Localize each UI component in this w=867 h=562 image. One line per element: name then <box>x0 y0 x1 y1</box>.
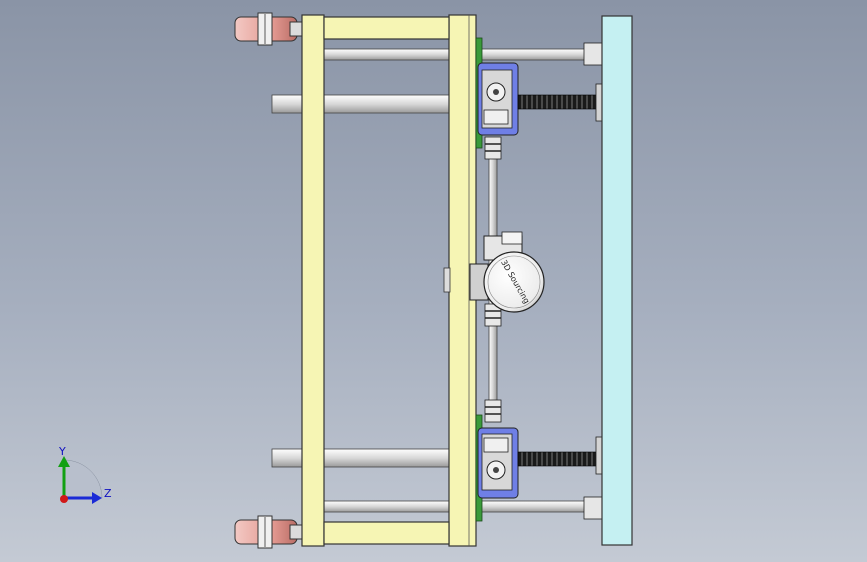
x-axis-dot <box>60 495 68 503</box>
motor[interactable]: 3D Sourcing <box>469 231 545 313</box>
lead-screw-bottom <box>517 451 599 467</box>
caster-wheel-bottom[interactable] <box>234 515 305 549</box>
coupling-upper[interactable] <box>484 136 502 160</box>
axis-triad[interactable]: Y Z <box>58 445 112 504</box>
z-axis-label: Z <box>104 487 112 500</box>
lead-screw-top <box>517 94 599 110</box>
bushing-top <box>583 42 603 66</box>
gearbox-top[interactable] <box>477 62 519 136</box>
caster-wheel-top[interactable] <box>234 12 305 46</box>
y-axis-label: Y <box>58 445 66 458</box>
coupling-middle[interactable] <box>484 303 502 327</box>
cyan-plate[interactable] <box>601 15 633 546</box>
gearbox-bottom[interactable] <box>477 427 519 499</box>
bushing-bottom <box>583 496 603 520</box>
coupling-lower[interactable] <box>484 399 502 423</box>
